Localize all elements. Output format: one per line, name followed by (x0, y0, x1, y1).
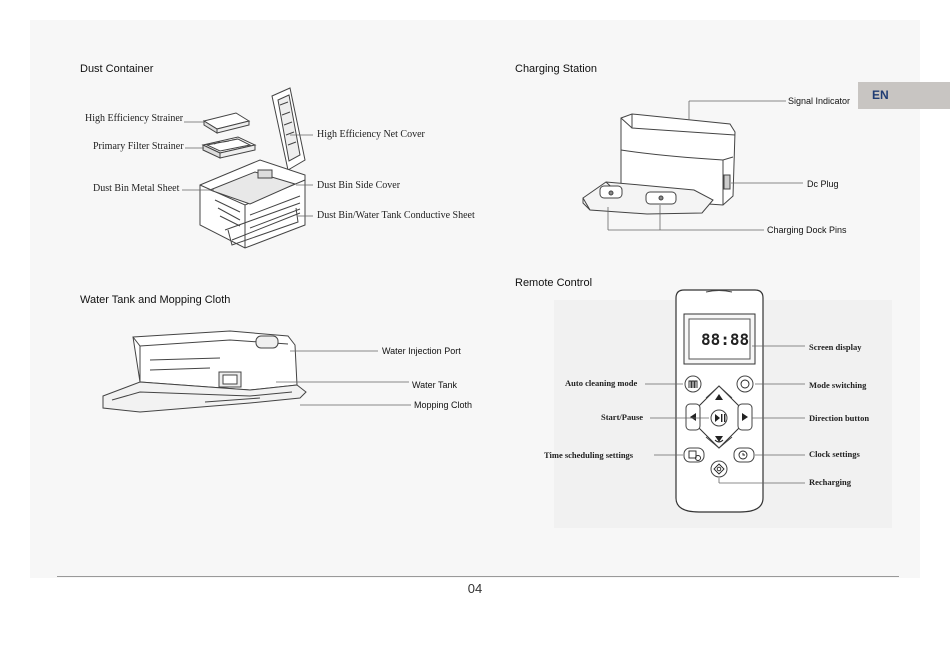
label-recharging: Recharging (809, 477, 852, 487)
language-tab[interactable]: EN (858, 82, 950, 109)
label-water-injection-port: Water Injection Port (382, 346, 461, 356)
label-water-tank: Water Tank (412, 380, 458, 390)
label-mopping-cloth: Mopping Cloth (414, 400, 473, 410)
label-auto-cleaning-mode: Auto cleaning mode (565, 378, 638, 388)
dust-container-illustration (199, 87, 306, 249)
label-dc-plug: Dc Plug (807, 179, 839, 189)
label-mode-switching: Mode switching (809, 380, 867, 390)
label-screen-display: Screen display (809, 342, 862, 352)
dust-container-title: Dust Container (80, 63, 154, 75)
charging-station-title: Charging Station (515, 63, 597, 75)
label-high-efficiency-net-cover: High Efficiency Net Cover (317, 129, 425, 140)
language-tab-label: EN (872, 88, 889, 102)
label-time-scheduling: Time scheduling settings (544, 450, 634, 460)
label-dust-bin-side-cover: Dust Bin Side Cover (317, 180, 401, 191)
label-signal-indicator: Signal Indicator (788, 96, 851, 106)
label-clock-settings: Clock settings (809, 449, 860, 459)
water-tank-title: Water Tank and Mopping Cloth (80, 294, 231, 306)
label-direction-button: Direction button (809, 413, 870, 423)
water-tank-illustration (102, 330, 307, 413)
label-primary-filter-strainer: Primary Filter Strainer (93, 141, 184, 152)
remote-screen-readout: 88:88 (701, 330, 750, 349)
label-charging-dock-pins: Charging Dock Pins (767, 225, 847, 235)
footer-divider (57, 576, 899, 577)
remote-control-title: Remote Control (515, 277, 593, 289)
charging-station-illustration (582, 113, 736, 215)
label-dust-bin-metal-sheet: Dust Bin Metal Sheet (93, 183, 180, 194)
label-start-pause: Start/Pause (601, 412, 644, 422)
label-conductive-sheet: Dust Bin/Water Tank Conductive Sheet (317, 210, 475, 221)
page-number: 04 (467, 581, 483, 596)
remote-control-illustration (554, 289, 892, 528)
label-high-efficiency-strainer: High Efficiency Strainer (85, 113, 184, 124)
